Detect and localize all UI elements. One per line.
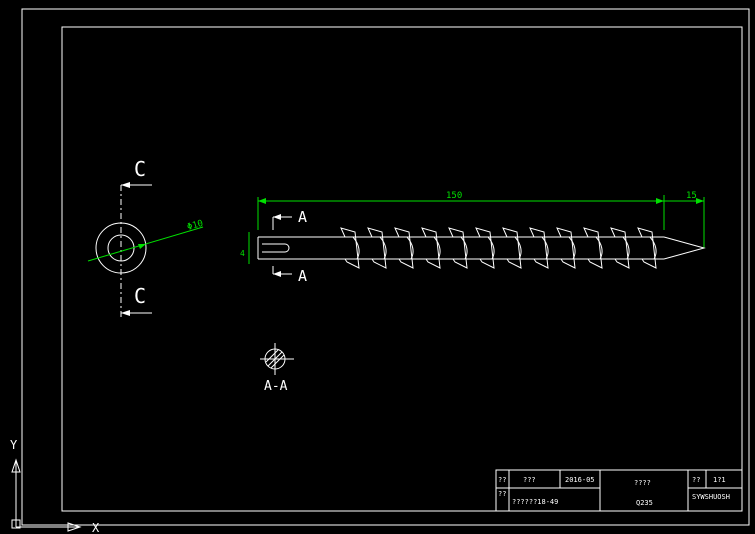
thread-flight <box>421 227 441 269</box>
ucs-y-label: Y <box>10 438 18 452</box>
tb-drawing-no: ??????18-49 <box>512 498 558 506</box>
thread-flank <box>460 236 468 260</box>
diameter-arrow <box>138 244 146 249</box>
title-block: ?? ??? 2016-05 ???? ?? 1?1 ?? ??????18-4… <box>495 469 743 512</box>
tb-part-name: ???? <box>634 479 651 487</box>
tip-arrow-right <box>696 198 704 204</box>
section-a-bottom-arrow <box>273 271 281 277</box>
thread-flight <box>637 227 657 269</box>
ucs-icon: Y X <box>10 438 100 534</box>
tb-r1c1: ?? <box>498 476 506 484</box>
thread-flank <box>406 236 414 260</box>
thread-flank <box>541 236 549 260</box>
section-a-bottom-label: A <box>298 267 307 285</box>
tb-sheet-value: 1?1 <box>713 476 726 484</box>
thread-flank <box>649 236 657 260</box>
thread-flank <box>622 236 630 260</box>
slot-outline <box>262 243 290 253</box>
thread-flank <box>352 236 360 260</box>
thread-flight <box>475 227 495 269</box>
thread-flank <box>514 236 522 260</box>
thread-flank <box>379 236 387 260</box>
section-c-bottom-label: C <box>134 284 146 308</box>
slot-dim-label: 4 <box>240 249 245 258</box>
thread-flight <box>583 227 603 269</box>
thread-flights <box>340 227 657 269</box>
section-c-bottom-arrow <box>121 310 130 316</box>
section-a-top-arrow <box>273 214 281 220</box>
thread-flight <box>529 227 549 269</box>
tb-r1c2: ??? <box>523 476 536 484</box>
thread-flight <box>340 227 360 269</box>
section-a-a-view: A-A <box>260 343 294 394</box>
tb-sheet-label: ?? <box>692 476 700 484</box>
title-block-border <box>495 469 743 512</box>
section-c-top-label: C <box>134 157 146 181</box>
section-a-top-label: A <box>298 208 307 226</box>
length-dim-label: 150 <box>446 191 462 201</box>
ucs-y-arrow <box>11 458 21 473</box>
ucs-x-label: X <box>92 521 100 534</box>
tb-material: Q235 <box>636 499 653 507</box>
thread-flight <box>556 227 576 269</box>
tb-company: SYWSHUOSH <box>692 493 730 501</box>
thread-flank <box>568 236 576 260</box>
tb-date: 2016-05 <box>565 476 595 484</box>
section-hatch <box>265 349 285 369</box>
end-view: C C Φ10 <box>87 157 204 318</box>
section-a-a-caption: A-A <box>264 379 288 394</box>
ucs-x-arrow <box>67 522 82 532</box>
thread-flight <box>610 227 630 269</box>
screw-tip <box>663 236 706 260</box>
thread-flight <box>394 227 414 269</box>
screw-side-view: 150 15 4 A A <box>240 191 706 285</box>
length-arrow-right <box>656 198 664 204</box>
thread-flank <box>595 236 603 260</box>
thread-flank <box>433 236 441 260</box>
outer-circle <box>95 222 147 274</box>
tb-r2c1: ?? <box>498 490 506 498</box>
drawing-frame <box>61 26 743 512</box>
diameter-label: Φ10 <box>186 219 204 233</box>
thread-flank <box>487 236 495 260</box>
length-arrow-left <box>258 198 266 204</box>
section-circle <box>264 348 286 370</box>
ucs-origin-box <box>11 519 21 529</box>
thread-flight <box>367 227 387 269</box>
tip-dim-label: 15 <box>686 191 697 201</box>
inner-circle <box>107 234 135 262</box>
thread-flight <box>448 227 468 269</box>
thread-flight <box>502 227 522 269</box>
section-c-top-arrow <box>121 182 130 188</box>
sheet-outer-border <box>21 8 750 526</box>
